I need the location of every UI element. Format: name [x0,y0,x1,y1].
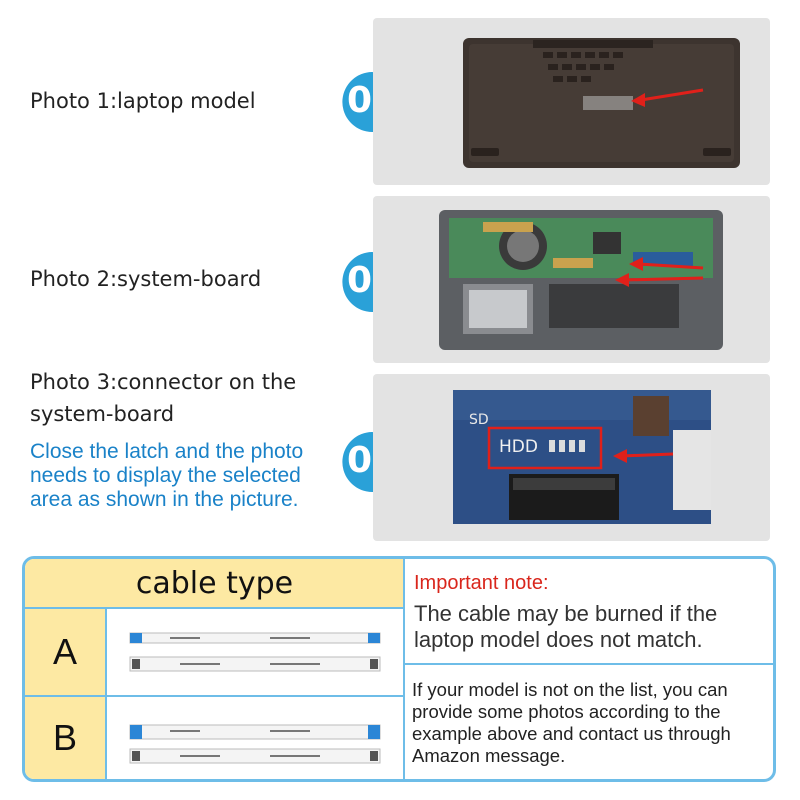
cable-row-b-label: B [25,697,105,779]
step-3-label: Photo 3:connector on the system-board [30,370,297,426]
important-note-extra: If your model is not on the list, you ca… [412,679,731,766]
row-divider [105,695,403,697]
cable-type-panel: cable type A B Important note: The cable… [22,556,776,782]
panel-divider [403,559,405,779]
cable-type-title: cable type [135,566,294,601]
cable-b-image [129,724,381,764]
step-2-label: Photo 2:system-board [30,267,262,291]
board-sd-text: SD [469,412,489,428]
cable-row-a-label: A [25,609,105,697]
table-divider [105,609,107,779]
cable-letter-a: A [52,631,77,672]
important-note-main: The cable may be burned if the laptop mo… [414,601,718,652]
cable-letter-b: B [52,717,77,758]
cable-type-header: cable type [25,559,404,609]
system-board-photo [373,196,770,363]
step-1-label: Photo 1:laptop model [30,89,256,113]
hdd-silkscreen-text: HDD [499,437,538,457]
laptop-bottom-photo [373,18,770,185]
important-note-title: Important note: [414,572,549,594]
cable-a-image [129,632,381,672]
note-divider [405,663,773,665]
connector-photo: SD HDD [373,374,770,541]
step-3-note: Close the latch and the photo needs to d… [30,440,304,511]
